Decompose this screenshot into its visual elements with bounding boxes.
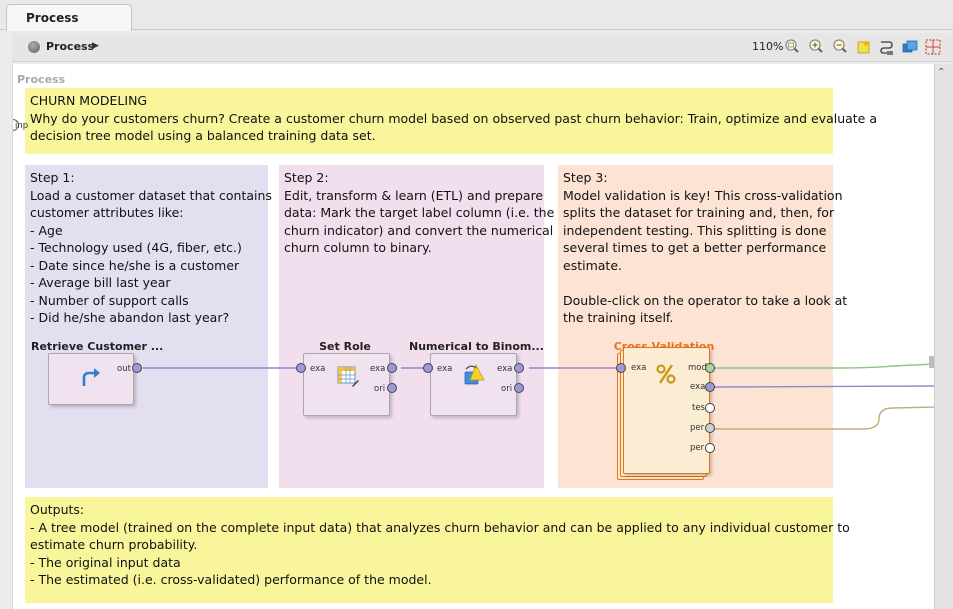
numtobinom-in-port[interactable] xyxy=(423,363,433,373)
breadcrumb-process[interactable]: Process xyxy=(46,40,95,53)
step3-line: Model validation is key! This cross-vali… xyxy=(563,187,843,203)
step3-line: several times to get a better performanc… xyxy=(563,240,827,255)
result-port-handle[interactable] xyxy=(929,356,934,368)
step3-line: splits the dataset for training and, the… xyxy=(563,205,835,220)
step1-note[interactable]: Step 1: Load a customer dataset that con… xyxy=(25,165,272,488)
setrole-operator-title[interactable]: Set Role xyxy=(319,340,371,353)
setrole-in-port-label: exa xyxy=(310,364,326,374)
crossval-operator[interactable]: exa mod exa tes per per xyxy=(623,347,710,474)
process-canvas[interactable]: Process CHURN MODELING Why do your custo… xyxy=(12,64,934,609)
tab-bar: Process xyxy=(0,0,953,31)
setrole-operator[interactable]: exa exa ori xyxy=(303,353,390,416)
zoom-fit-icon[interactable] xyxy=(783,38,801,56)
step1-line: Step 1: xyxy=(30,170,75,185)
crossval-per2-out-port[interactable] xyxy=(705,443,715,453)
setrole-out-port-label: exa xyxy=(370,364,386,374)
crossval-exa-out-port[interactable] xyxy=(705,382,715,392)
step3-line: Step 3: xyxy=(563,170,608,185)
step3-line: Double-click on the operator to take a l… xyxy=(563,292,848,308)
step1-line: - Did he/she abandon last year? xyxy=(30,310,230,325)
zoom-out-icon[interactable] xyxy=(831,38,849,56)
setrole-in-port[interactable] xyxy=(296,363,306,373)
auto-wire-icon[interactable] xyxy=(878,38,896,56)
crossval-out-port-label: mod xyxy=(688,363,707,373)
vertical-scrollbar[interactable]: ⌃ xyxy=(934,64,953,609)
crossval-out-port-label: per xyxy=(690,423,705,433)
outputs-line: - The estimated (i.e. cross-validated) p… xyxy=(30,572,432,587)
outputs-line: estimate churn probability. xyxy=(30,537,198,552)
step1-line: - Technology used (4G, fiber, etc.) xyxy=(30,240,242,255)
tab-process[interactable]: Process xyxy=(6,4,132,31)
convert-icon xyxy=(464,364,485,385)
step1-line: customer attributes like: xyxy=(30,205,184,220)
add-note-icon[interactable] xyxy=(855,38,873,56)
numtobinom-in-port-label: exa xyxy=(437,364,453,374)
scroll-up-icon[interactable]: ⌃ xyxy=(937,67,946,78)
layers-icon[interactable] xyxy=(901,38,919,56)
crossval-in-port-label: exa xyxy=(631,363,647,373)
step2-line: data: Mark the target label column (i.e.… xyxy=(284,205,555,220)
process-toolbar: Process ▶ 110% xyxy=(12,33,953,62)
outputs-note[interactable]: Outputs: - A tree model (trained on the … xyxy=(25,497,850,603)
grid-icon[interactable] xyxy=(924,38,942,56)
step2-note[interactable]: Step 2: Edit, transform & learn (ETL) an… xyxy=(279,165,555,488)
step1-line: - Average bill last year xyxy=(30,275,171,290)
numtobinom-exa-out-port[interactable] xyxy=(514,363,524,373)
crossval-per-out-port[interactable] xyxy=(705,423,715,433)
crossval-out-port-label: per xyxy=(690,443,705,453)
step2-line: churn column to binary. xyxy=(284,240,432,255)
step1-line: Load a customer dataset that contains xyxy=(30,187,272,203)
zoom-level: 110% xyxy=(752,40,784,53)
outputs-line: - A tree model (trained on the complete … xyxy=(30,519,850,535)
connection-wires xyxy=(143,363,934,430)
step1-line: - Date since he/she is a customer xyxy=(30,257,240,273)
step1-line: - Number of support calls xyxy=(30,292,189,308)
retrieve-operator[interactable]: out xyxy=(48,353,134,405)
step2-line: Step 2: xyxy=(284,170,329,185)
outputs-line: Outputs: xyxy=(30,502,85,517)
table-edit-icon xyxy=(337,366,359,387)
retrieve-icon xyxy=(82,368,100,386)
step3-line: the training itself. xyxy=(563,310,674,325)
numtobinom-out-port-label: ori xyxy=(501,384,513,394)
numtobinom-operator[interactable]: exa exa ori xyxy=(430,353,517,416)
numtobinom-operator-title[interactable]: Numerical to Binom... xyxy=(409,340,544,353)
step1-line: - Age xyxy=(30,222,63,238)
crossval-mod-out-port[interactable] xyxy=(705,363,715,373)
zoom-in-icon[interactable] xyxy=(807,38,825,56)
wire-example-output xyxy=(712,385,934,388)
retrieve-out-port[interactable] xyxy=(132,363,142,373)
numtobinom-ori-out-port[interactable] xyxy=(514,383,524,393)
wire-model-output xyxy=(713,363,934,369)
retrieve-operator-title[interactable]: Retrieve Customer ... xyxy=(31,340,164,353)
retrieve-out-port-label: out xyxy=(117,364,131,374)
outputs-line: - The original input data xyxy=(30,554,181,570)
breadcrumb-arrow-icon[interactable]: ▶ xyxy=(92,41,99,51)
wire-performance-output xyxy=(713,406,934,430)
intro-note-line: CHURN MODELING xyxy=(30,93,148,108)
crossval-in-port[interactable] xyxy=(616,363,626,373)
step3-line: estimate. xyxy=(563,257,622,273)
process-input-port-label: inp xyxy=(15,121,29,131)
crossval-tes-out-port[interactable] xyxy=(705,403,715,413)
intro-note-line: decision tree model using a balanced tra… xyxy=(30,128,376,143)
numtobinom-out-port-label: exa xyxy=(497,364,513,374)
crossval-out-port-label: exa xyxy=(690,382,706,392)
setrole-ori-out-port[interactable] xyxy=(387,383,397,393)
percent-icon xyxy=(656,364,676,384)
crossval-out-port-label: tes xyxy=(692,403,705,413)
canvas-title: Process xyxy=(17,73,66,86)
step2-line: Edit, transform & learn (ETL) and prepar… xyxy=(284,187,544,203)
setrole-exa-out-port[interactable] xyxy=(387,363,397,373)
step3-line: independent testing. This splitting is d… xyxy=(563,222,827,238)
process-icon xyxy=(28,41,40,53)
step2-line: churn indicator) and convert the numeric… xyxy=(284,222,554,238)
setrole-out-port-label: ori xyxy=(374,384,386,394)
